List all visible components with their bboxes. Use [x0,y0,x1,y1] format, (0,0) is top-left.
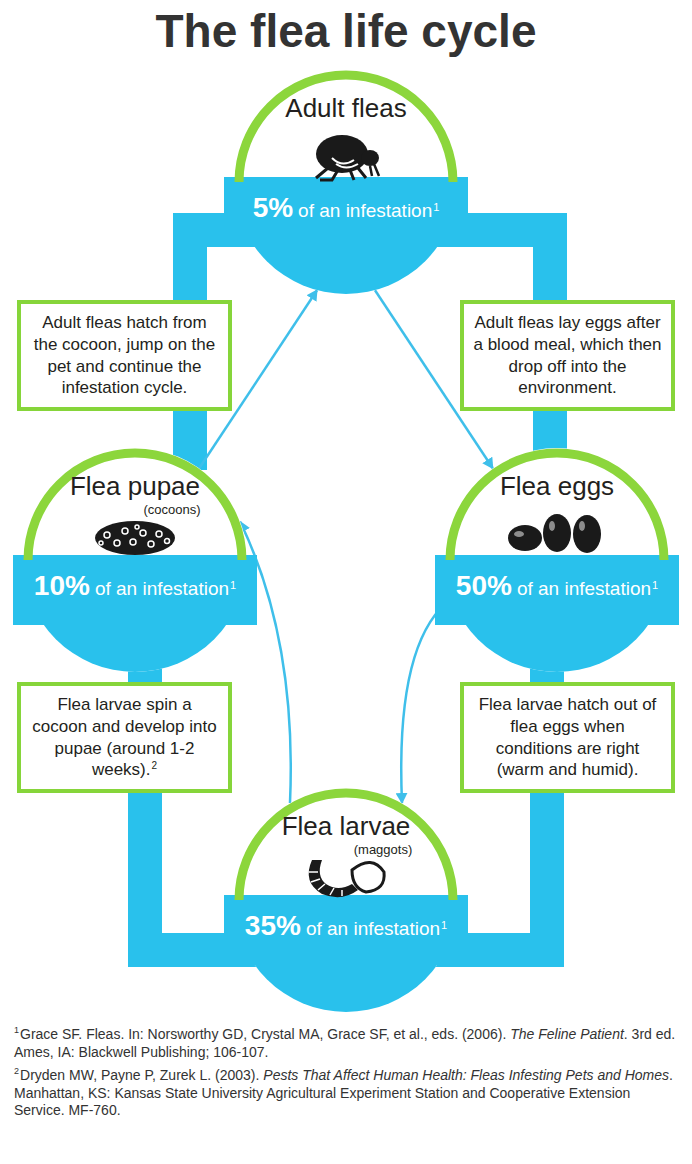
percent-text: of an infestation [517,578,651,599]
percent-value: 35% [245,910,301,941]
flea-icon [316,135,379,180]
stage-subtitle: (cocoons) [23,502,247,518]
caption-text: Adult fleas hatch from the cocoon, jump … [34,313,215,397]
footnote-number: 1 [14,1025,19,1035]
footnotes: 1Grace SF. Fleas. In: Norsworthy GD, Cry… [14,1026,678,1126]
larva-icon [309,860,385,897]
stage-circle: Adult fleas 5%of an infestation1 [234,70,458,294]
stage-circle: Flea larvae(maggots) 35%of an infestation… [234,788,458,1012]
cocoon-icon [95,521,175,555]
percent-text: of an infestation [95,578,229,599]
footnote-number: 2 [14,1066,19,1076]
reference-text: Grace SF. Fleas. In: Norsworthy GD, Crys… [20,1026,506,1042]
percent-value: 50% [456,570,512,601]
footnote-ref: 1 [433,201,439,213]
caption-text-wrap: Adult fleas hatch from the cocoon, jump … [30,312,219,399]
percent-value: 5% [253,192,293,223]
eggs-icon [508,514,601,553]
stage-name: Flea pupae [23,472,247,501]
footnote-ref: 1 [441,919,447,931]
percent-row: 10%of an infestation1 [13,569,257,603]
percent-value: 10% [34,570,90,601]
stage-name: Flea eggs [445,472,669,501]
reference-title: Pests That Affect Human Health: Fleas In… [263,1067,669,1083]
percent-row: 50%of an infestation1 [435,569,679,603]
footnote-ref: 2 [152,760,158,771]
cycle-arrow [401,598,452,803]
stage-name: Adult fleas [234,94,458,123]
stage-circle: Flea eggs 50%of an infestation1 [445,448,669,672]
percent-text: of an infestation [306,918,440,939]
reference-title: The Feline Patient [510,1026,624,1042]
stage-name: Flea larvae [234,812,458,841]
caption-box: Flea larvae spin a cocoon and develop in… [17,682,232,793]
caption-box: Adult fleas hatch from the cocoon, jump … [17,300,232,411]
footnote: 2Dryden MW, Payne P, Zurek L. (2003).Pes… [14,1067,678,1120]
caption-text-wrap: Flea larvae hatch out of flea eggs when … [473,694,662,781]
percent-text: of an infestation [298,200,432,221]
footnote-ref: 1 [230,579,236,591]
caption-text: Adult fleas lay eggs after a blood meal,… [473,313,661,397]
caption-box: Flea larvae hatch out of flea eggs when … [460,682,675,793]
reference-text: Dryden MW, Payne P, Zurek L. (2003). [20,1067,259,1083]
caption-text: Flea larvae spin a cocoon and develop in… [32,695,216,779]
caption-box: Adult fleas lay eggs after a blood meal,… [460,300,675,411]
footnote-ref: 1 [652,579,658,591]
percent-row: 5%of an infestation1 [224,191,468,225]
caption-text-wrap: Adult fleas lay eggs after a blood meal,… [473,312,662,399]
footnote: 1Grace SF. Fleas. In: Norsworthy GD, Cry… [14,1026,678,1061]
caption-text: Flea larvae hatch out of flea eggs when … [479,695,657,779]
caption-text-wrap: Flea larvae spin a cocoon and develop in… [30,694,219,781]
stage-subtitle: (maggots) [234,842,458,858]
diagram-title: The flea life cycle [0,4,692,59]
percent-row: 35%of an infestation1 [224,909,468,943]
stage-circle: Flea pupae(cocoons) 10%of an infestation1 [23,448,247,672]
